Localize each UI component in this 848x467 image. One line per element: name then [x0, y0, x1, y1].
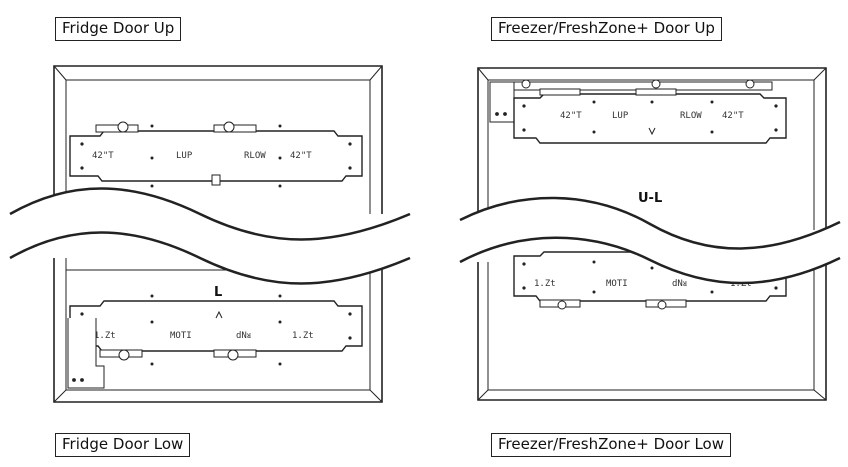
label-fridge-door-up: Fridge Door Up: [55, 17, 182, 41]
plate-marking: dNᴚ: [672, 279, 687, 289]
fridge-lower-hinge-plate: 1.Zt MOTI dNᴚ 1.Zt: [69, 294, 363, 366]
plate-marking: LUP: [176, 151, 193, 161]
plate-marking: LUP: [612, 111, 629, 121]
plate-marking: dNᴚ: [236, 331, 251, 341]
plate-marking: MOTI: [606, 279, 628, 289]
plate-marking: RLOW: [244, 151, 266, 161]
label-freezer-door-low: Freezer/FreshZone+ Door Low: [491, 433, 731, 457]
plate-marking: 42"T: [290, 151, 312, 161]
hinge-bracket: [213, 124, 257, 133]
fridge-upper-hinge-plate: 42"T LUP RLOW 42"T: [69, 121, 363, 188]
center-mark: L: [214, 285, 222, 300]
freezer-upper-hinge-plate: 42"T LUP RLOW 42"T: [513, 88, 787, 144]
label-fridge-door-low: Fridge Door Low: [55, 433, 191, 457]
plate-marking: 1.Zt: [94, 331, 116, 341]
hinge-bracket: [635, 88, 677, 96]
freezer-top-rail: [489, 79, 773, 123]
plate-marking: RLOW: [680, 111, 702, 121]
plate-marking: 42"T: [722, 111, 744, 121]
hinge-bracket: [95, 124, 139, 133]
freezer-cabinet: [477, 67, 827, 401]
plate-marking: 42"T: [560, 111, 582, 121]
center-mark: U-L: [638, 191, 662, 206]
corner-bracket: [67, 318, 105, 389]
break-line: [459, 196, 841, 285]
plate-marking: 1.Zt: [534, 279, 556, 289]
break-line: [9, 187, 411, 285]
hinge-bracket: [539, 88, 581, 96]
plate-marking: 1.Zt: [292, 331, 314, 341]
label-freezer-door-up: Freezer/FreshZone+ Door Up: [491, 17, 722, 41]
plate-marking: MOTI: [170, 331, 192, 341]
plate-marking: 42"T: [92, 151, 114, 161]
